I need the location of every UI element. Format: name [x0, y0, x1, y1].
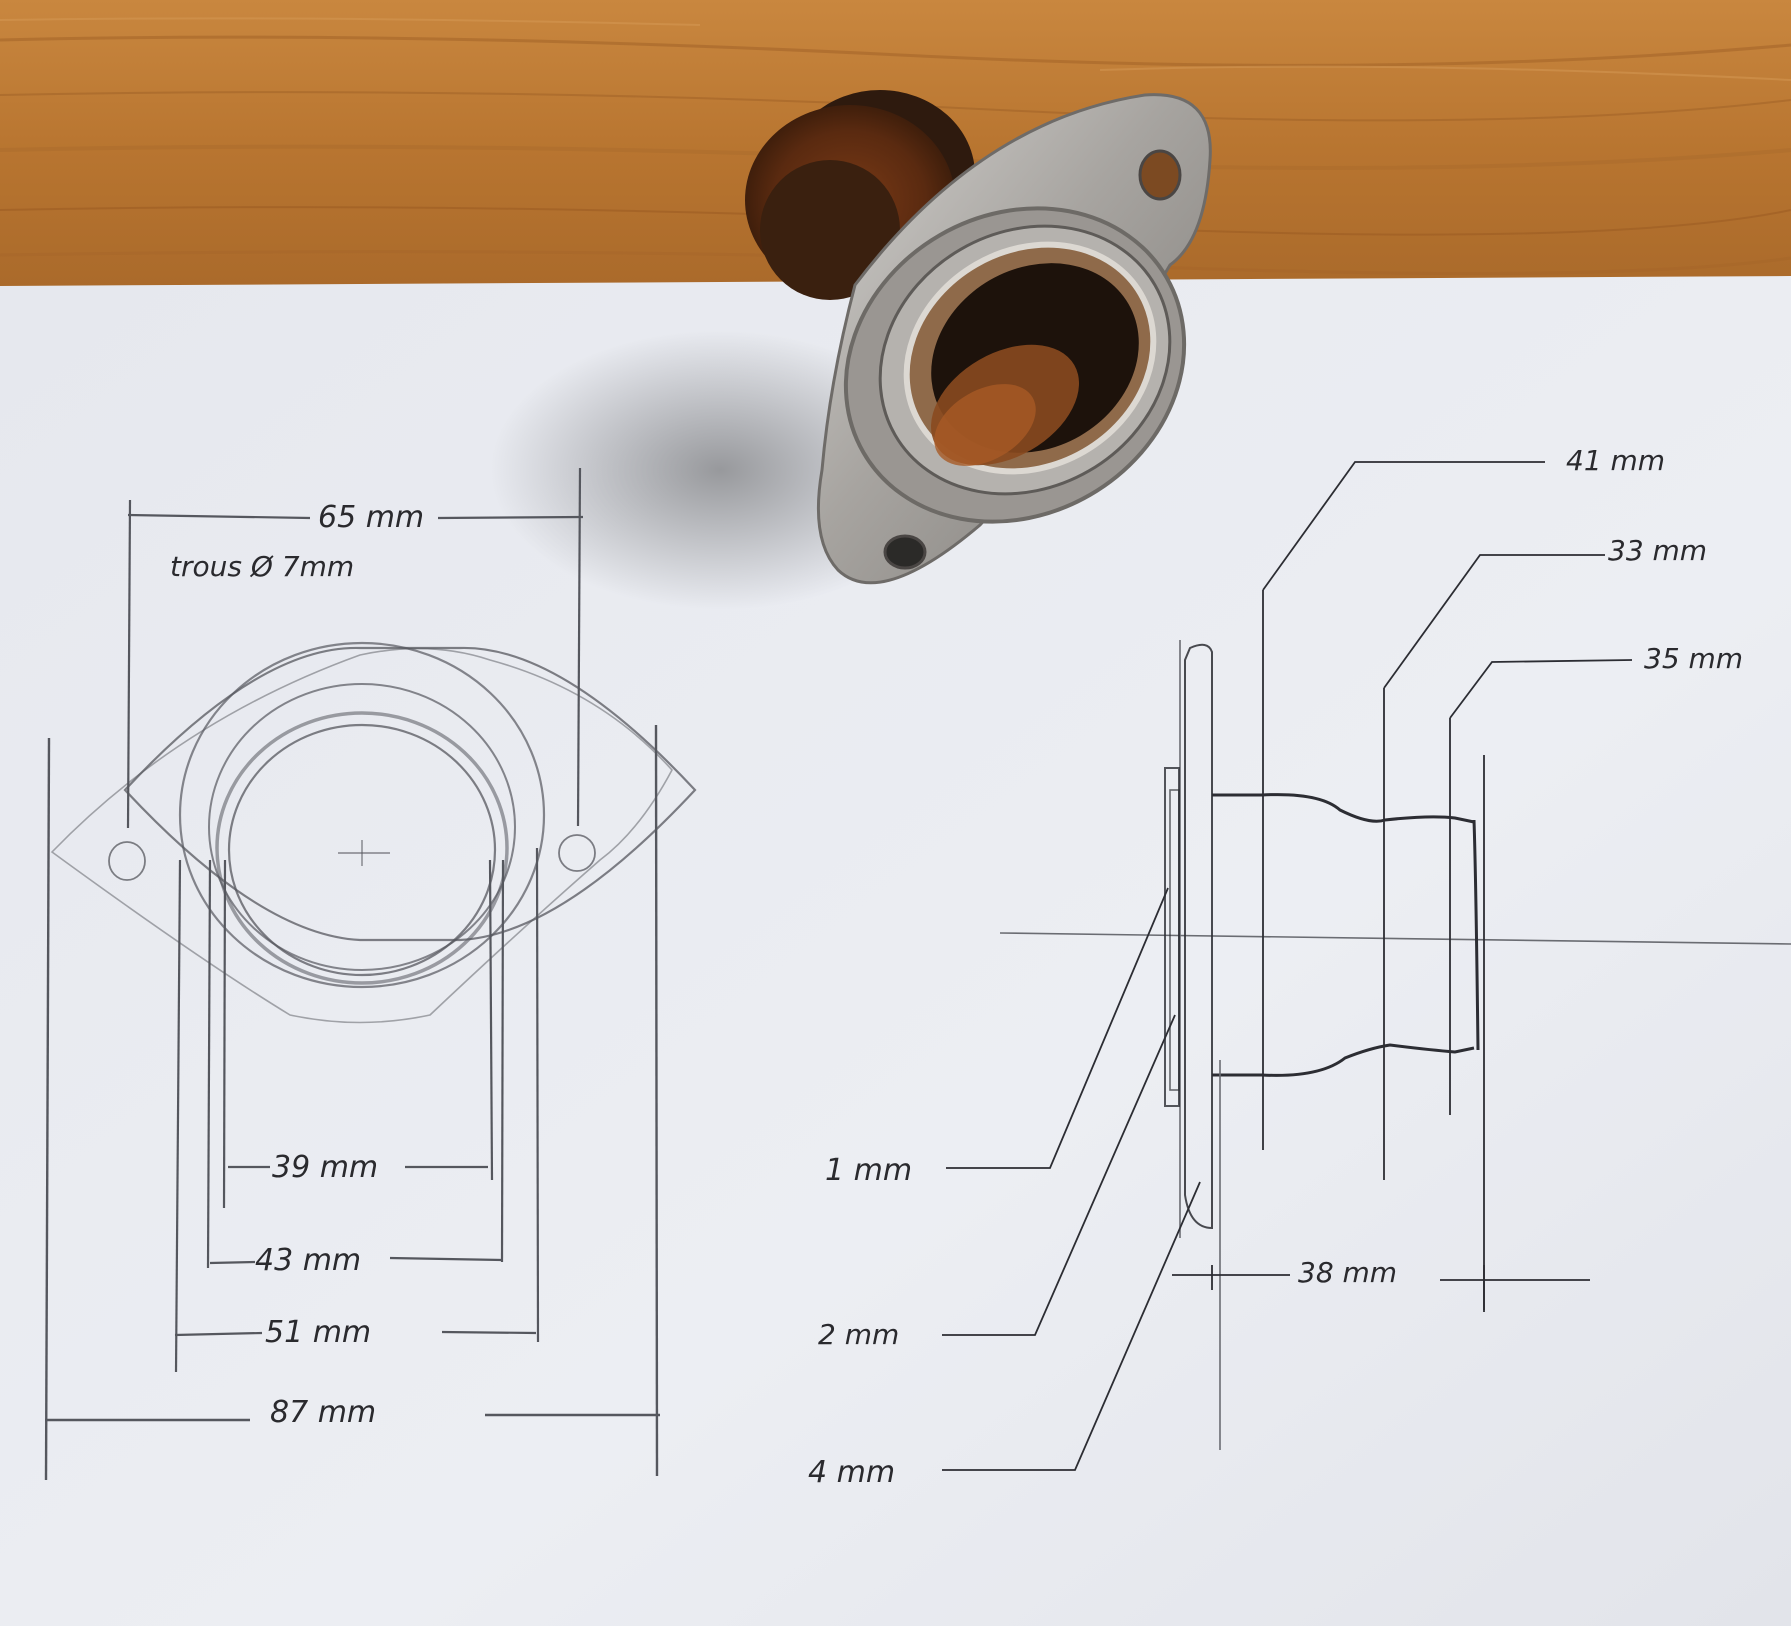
label-1mm: 1 mm — [825, 1153, 912, 1188]
label-43mm: 43 mm — [255, 1243, 361, 1278]
side-view-drawing — [942, 461, 1791, 1471]
label-51mm: 51 mm — [265, 1315, 371, 1350]
side-view-labels: 41 mm 33 mm 35 mm 1 mm 2 mm 4 mm 38 mm — [808, 444, 1743, 1490]
label-35mm: 35 mm — [1644, 642, 1743, 675]
label-38mm: 38 mm — [1298, 1256, 1397, 1289]
label-holes-diameter: trous Ø 7mm — [170, 550, 354, 583]
label-65mm: 65 mm — [318, 500, 424, 535]
label-39mm: 39 mm — [272, 1150, 378, 1185]
label-41mm: 41 mm — [1566, 444, 1665, 477]
paper-sheet — [0, 276, 1791, 1626]
label-33mm: 33 mm — [1608, 534, 1707, 567]
label-87mm: 87 mm — [270, 1395, 376, 1430]
front-view-labels: 65 mm trous Ø 7mm 39 mm 43 mm 51 mm 87 m… — [170, 500, 424, 1430]
front-view-drawing — [44, 467, 697, 1481]
label-2mm: 2 mm — [818, 1318, 899, 1351]
exhaust-flange-part — [745, 90, 1212, 585]
label-4mm: 4 mm — [808, 1455, 895, 1490]
